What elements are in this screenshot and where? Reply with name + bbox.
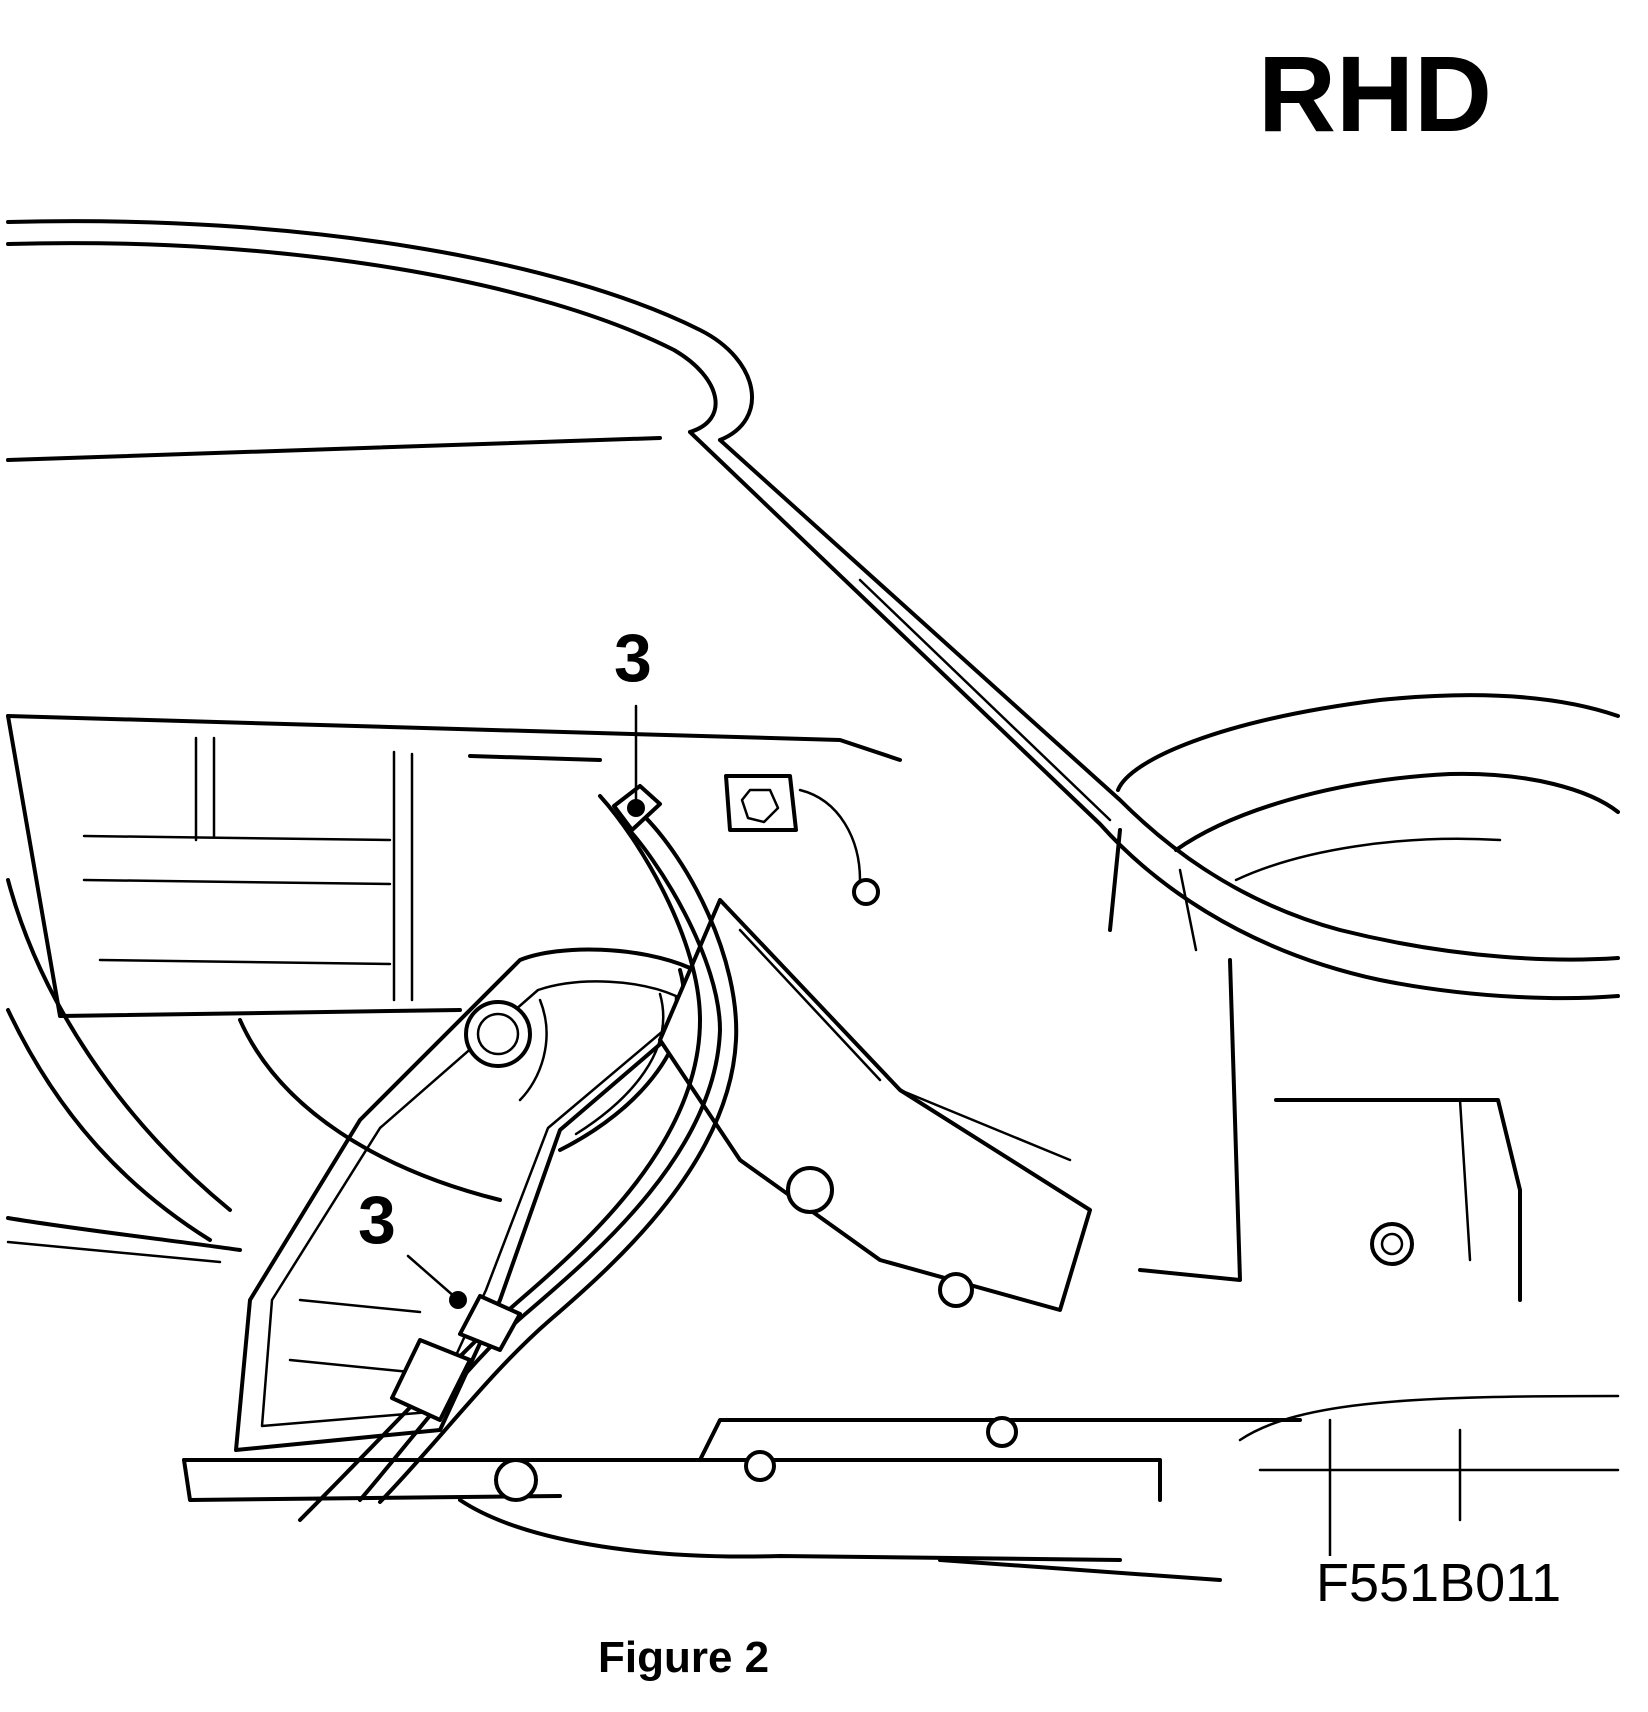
right-side-bracket [1138, 958, 1522, 1302]
mounting-bracket [234, 947, 702, 1452]
right-shroud [1108, 693, 1620, 952]
callout-number-upper: 3 [614, 620, 652, 696]
cable-harness [298, 784, 739, 1522]
region-marker-label: RHD [1258, 33, 1492, 154]
central-housing [658, 898, 1092, 1312]
callout-number-lower: 3 [358, 1182, 396, 1258]
upper-bolt [724, 774, 880, 906]
figure-code-label: F551B011 [1312, 1556, 1566, 1610]
intake-duct [6, 714, 902, 1018]
wheel-arch [6, 878, 242, 1264]
callout-leader-lower [406, 1254, 467, 1309]
callout-leader-upper [627, 704, 645, 817]
figure-caption: Figure 2 [598, 1633, 770, 1682]
lower-frame [182, 1394, 1620, 1582]
upper-body-panel [6, 219, 1620, 1001]
